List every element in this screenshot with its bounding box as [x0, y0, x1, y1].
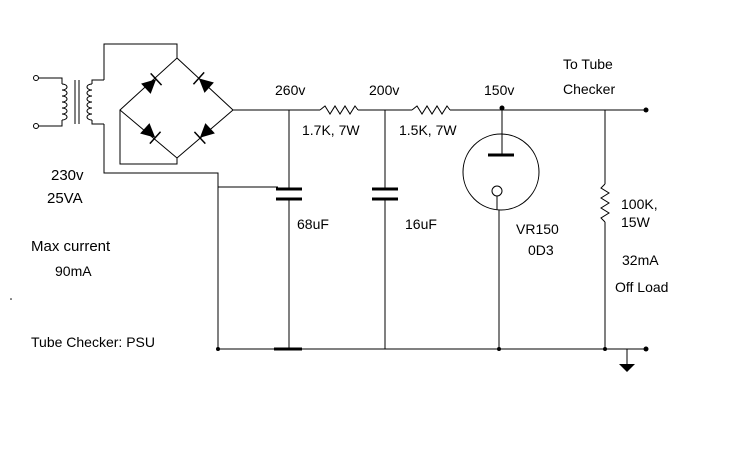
capacitor-c1: [276, 110, 302, 349]
transformer: [33, 75, 104, 129]
tube-envelope: [462, 133, 540, 211]
capacitor-c2: [372, 110, 398, 349]
secondary-coil: [86, 83, 93, 121]
diode-d2: [192, 71, 214, 93]
resistor-r3-value-label: 100K,: [621, 196, 658, 212]
resistor-r3: [600, 110, 610, 349]
ac-wire-bottom-b: [119, 110, 178, 165]
primary-lead-top: [38, 77, 63, 84]
transformer-voltage-label: 230v: [51, 167, 84, 184]
node-label-150v: 150v: [484, 82, 514, 98]
regulator-alt-label: 0D3: [528, 242, 554, 258]
regulator-tube: [462, 110, 540, 349]
resistor-r2: [411, 105, 451, 115]
max-current-label: Max current: [31, 238, 111, 255]
bridge-diamond: [119, 57, 234, 159]
diagram-title: Tube Checker: PSU: [31, 334, 155, 350]
ac-wire-bottom-a: [103, 124, 278, 188]
diode-d1: [141, 72, 163, 94]
primary-lead-bottom: [38, 120, 63, 127]
primary-terminal-top: [33, 75, 39, 81]
resistor-r2-label: 1.5K, 7W: [399, 122, 457, 138]
transformer-rating-label: 25VA: [47, 190, 83, 207]
capacitor-c2-label: 16uF: [405, 216, 437, 232]
node-label-260v: 260v: [275, 82, 305, 98]
primary-terminal-bottom: [33, 123, 39, 129]
secondary-lead-top: [91, 79, 104, 84]
diode-d3: [140, 123, 162, 145]
secondary-lead-bottom: [91, 120, 104, 125]
regulator-part-label: VR150: [516, 221, 559, 237]
ground-symbol-icon: [619, 364, 635, 372]
ground-corner-dot: [216, 347, 220, 351]
max-current-value: 90mA: [55, 263, 92, 279]
output-terminal-ground: [643, 346, 649, 352]
load-current-label: 32mA: [622, 252, 659, 268]
ground-wire: [217, 187, 646, 350]
output-label-line2: Checker: [563, 81, 615, 97]
node-label-200v: 200v: [369, 82, 399, 98]
load-condition-label: Off Load: [615, 279, 668, 295]
ground-rail: [216, 187, 649, 372]
output-terminal-positive: [643, 107, 649, 113]
output-label-line1: To Tube: [563, 56, 613, 72]
tube-cathode: [491, 185, 503, 197]
positive-rail: [233, 105, 649, 115]
ac-wire-top: [103, 43, 178, 80]
stray-dot: [10, 298, 12, 300]
resistor-r1: [319, 105, 359, 115]
bridge-rectifier: [103, 43, 278, 188]
capacitor-c1-label: 68uF: [297, 216, 329, 232]
diode-d4: [193, 123, 215, 145]
resistor-r1-label: 1.7K, 7W: [302, 122, 360, 138]
primary-coil: [61, 83, 68, 121]
node-dot-150v: [499, 105, 505, 111]
resistor-r3-power-label: 15W: [621, 214, 651, 230]
